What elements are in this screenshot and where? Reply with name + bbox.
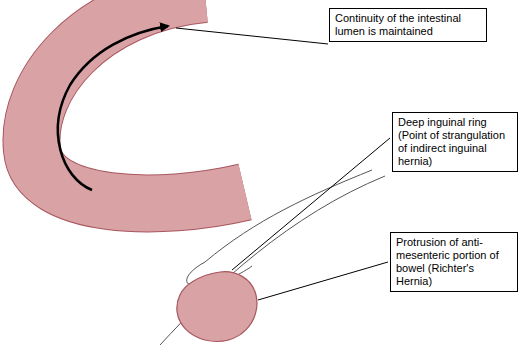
bowel-outline <box>31 0 245 203</box>
callout-text: Deep inguinal ring (Point of strangulati… <box>398 116 512 168</box>
lumen-arrow <box>58 26 168 190</box>
leader-line <box>232 138 390 270</box>
callout-text: Continuity of the intestinal lumen is ma… <box>335 12 481 38</box>
callout-text: Protrusion of anti-mesenteric portion of… <box>396 236 512 288</box>
richter-hernia <box>177 272 257 342</box>
bowel-loop <box>31 0 245 203</box>
callout-box: Continuity of the intestinal lumen is ma… <box>329 8 487 42</box>
leader-line <box>176 28 328 44</box>
inguinal-canal-line <box>205 170 372 262</box>
callout-box: Protrusion of anti-mesenteric portion of… <box>390 232 518 292</box>
abdominal-wall-line <box>160 176 385 345</box>
callout-box: Deep inguinal ring (Point of strangulati… <box>392 112 518 172</box>
leader-line <box>258 262 388 300</box>
